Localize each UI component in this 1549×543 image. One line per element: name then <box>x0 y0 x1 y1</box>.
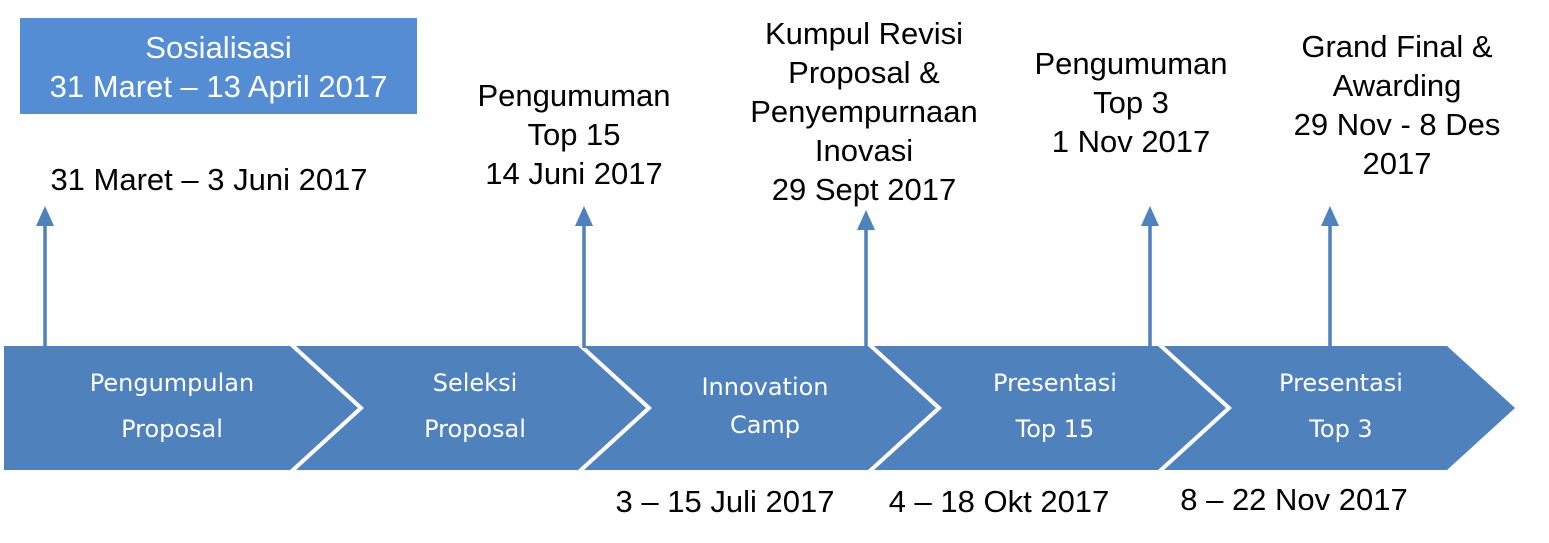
milestone-line: Pengumuman <box>1034 46 1228 81</box>
phase-label-seleksi-proposal: Seleksi Proposal <box>370 360 580 452</box>
milestone-grand-final: Grand Final & Awarding 29 Nov - 8 Des 20… <box>1260 27 1534 183</box>
milestone-line: 1 Nov 2017 <box>1051 124 1211 159</box>
milestone-line: Top 15 <box>527 117 621 152</box>
phase-line: Top 15 <box>1015 415 1095 443</box>
sosialisasi-date: 31 Maret – 13 April 2017 <box>49 69 388 104</box>
sosialisasi-title: Sosialisasi <box>145 30 292 65</box>
arrow-up-icon <box>36 206 54 350</box>
phase-line: Top 3 <box>1309 415 1373 443</box>
milestone-line: 2017 <box>1362 146 1432 181</box>
phase-label-pengumpulan-proposal: Pengumpulan Proposal <box>62 360 282 452</box>
milestone-line: Pengumuman <box>477 78 671 113</box>
phase-line: Presentasi <box>993 369 1117 397</box>
milestone-kumpul-revisi: Kumpul Revisi Proposal & Penyempurnaan I… <box>724 14 1004 209</box>
milestone-line: Awarding <box>1332 68 1462 103</box>
process-chevrons <box>4 346 1515 470</box>
phase-label-presentasi-top-15: Presentasi Top 15 <box>940 360 1170 452</box>
milestone-line: 31 Maret – 3 Juni 2017 <box>50 162 368 197</box>
phase-label-innovation-camp: Innovation Camp <box>650 368 880 444</box>
arrow-up-icon <box>1321 206 1339 348</box>
sosialisasi-box: Sosialisasi 31 Maret – 13 April 2017 <box>20 18 417 114</box>
chevron-seleksi-proposal <box>296 346 646 470</box>
milestone-pengumpulan-deadline: 31 Maret – 3 Juni 2017 <box>14 160 404 199</box>
phase-label-presentasi-top-3: Presentasi Top 3 <box>1230 360 1452 452</box>
milestone-line: Proposal & <box>788 55 940 90</box>
date-presentasi-top-15: 4 – 18 Okt 2017 <box>866 482 1132 521</box>
chevron-presentasi-top-3 <box>1164 346 1515 470</box>
date-presentasi-top-3: 8 – 22 Nov 2017 <box>1156 480 1432 519</box>
milestone-pengumuman-top-3: Pengumuman Top 3 1 Nov 2017 <box>1000 44 1262 161</box>
milestone-line: Penyempurnaan <box>750 94 978 129</box>
phase-line: Seleksi <box>432 369 518 397</box>
chevron-innovation-camp <box>584 346 936 470</box>
date-innovation-camp: 3 – 15 Juli 2017 <box>590 482 860 521</box>
chevron-presentasi-top-15 <box>874 346 1226 470</box>
phase-date: 8 – 22 Nov 2017 <box>1180 482 1408 517</box>
milestone-line: Grand Final & <box>1301 29 1493 64</box>
arrow-up-icon <box>1141 206 1159 348</box>
milestone-pengumuman-top-15: Pengumuman Top 15 14 Juni 2017 <box>444 76 704 193</box>
milestone-line: 29 Sept 2017 <box>771 172 957 207</box>
phase-line: Presentasi <box>1279 369 1403 397</box>
milestone-line: Kumpul Revisi <box>764 16 964 51</box>
milestone-line: Inovasi <box>814 133 914 168</box>
phase-line: Proposal <box>424 415 526 443</box>
milestone-line: 29 Nov - 8 Des <box>1293 107 1501 142</box>
arrow-up-icon <box>857 210 875 348</box>
phase-line: Proposal <box>121 415 223 443</box>
phase-date: 4 – 18 Okt 2017 <box>888 484 1110 519</box>
milestone-line: 14 Juni 2017 <box>485 156 663 191</box>
chevron-pengumpulan-proposal <box>4 346 358 470</box>
milestone-line: Top 3 <box>1093 85 1169 120</box>
phase-line: Innovation <box>701 373 829 401</box>
phase-date: 3 – 15 Juli 2017 <box>615 484 835 519</box>
arrow-up-icon <box>575 206 593 348</box>
phase-line: Pengumpulan <box>89 369 255 397</box>
phase-line: Camp <box>729 411 801 439</box>
milestone-arrows <box>36 206 1339 350</box>
